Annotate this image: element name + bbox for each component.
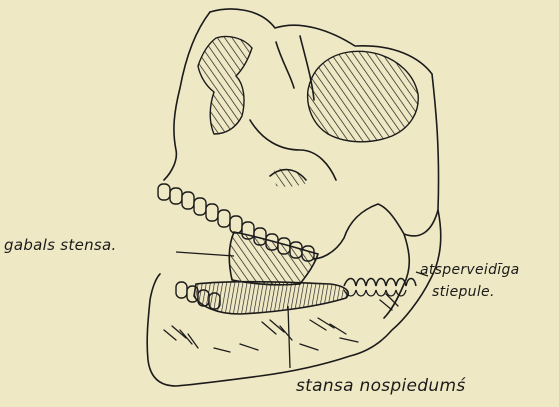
right-orbit (308, 51, 419, 141)
spring-stump-lower (344, 290, 406, 296)
fragment-label: gabals stensa. (4, 236, 117, 254)
imprint-label: stansa nospiedumś (296, 376, 465, 396)
nasal-shading (274, 169, 310, 187)
spring-stump-label-line1: atsperveidīga (420, 262, 520, 278)
left-orbit-fragment (198, 36, 252, 134)
leader-fragment (176, 252, 234, 256)
skull-left-edge (164, 12, 210, 180)
imprint-mark (194, 282, 348, 314)
spring-stump-label-line2: stiepule. (432, 284, 495, 300)
